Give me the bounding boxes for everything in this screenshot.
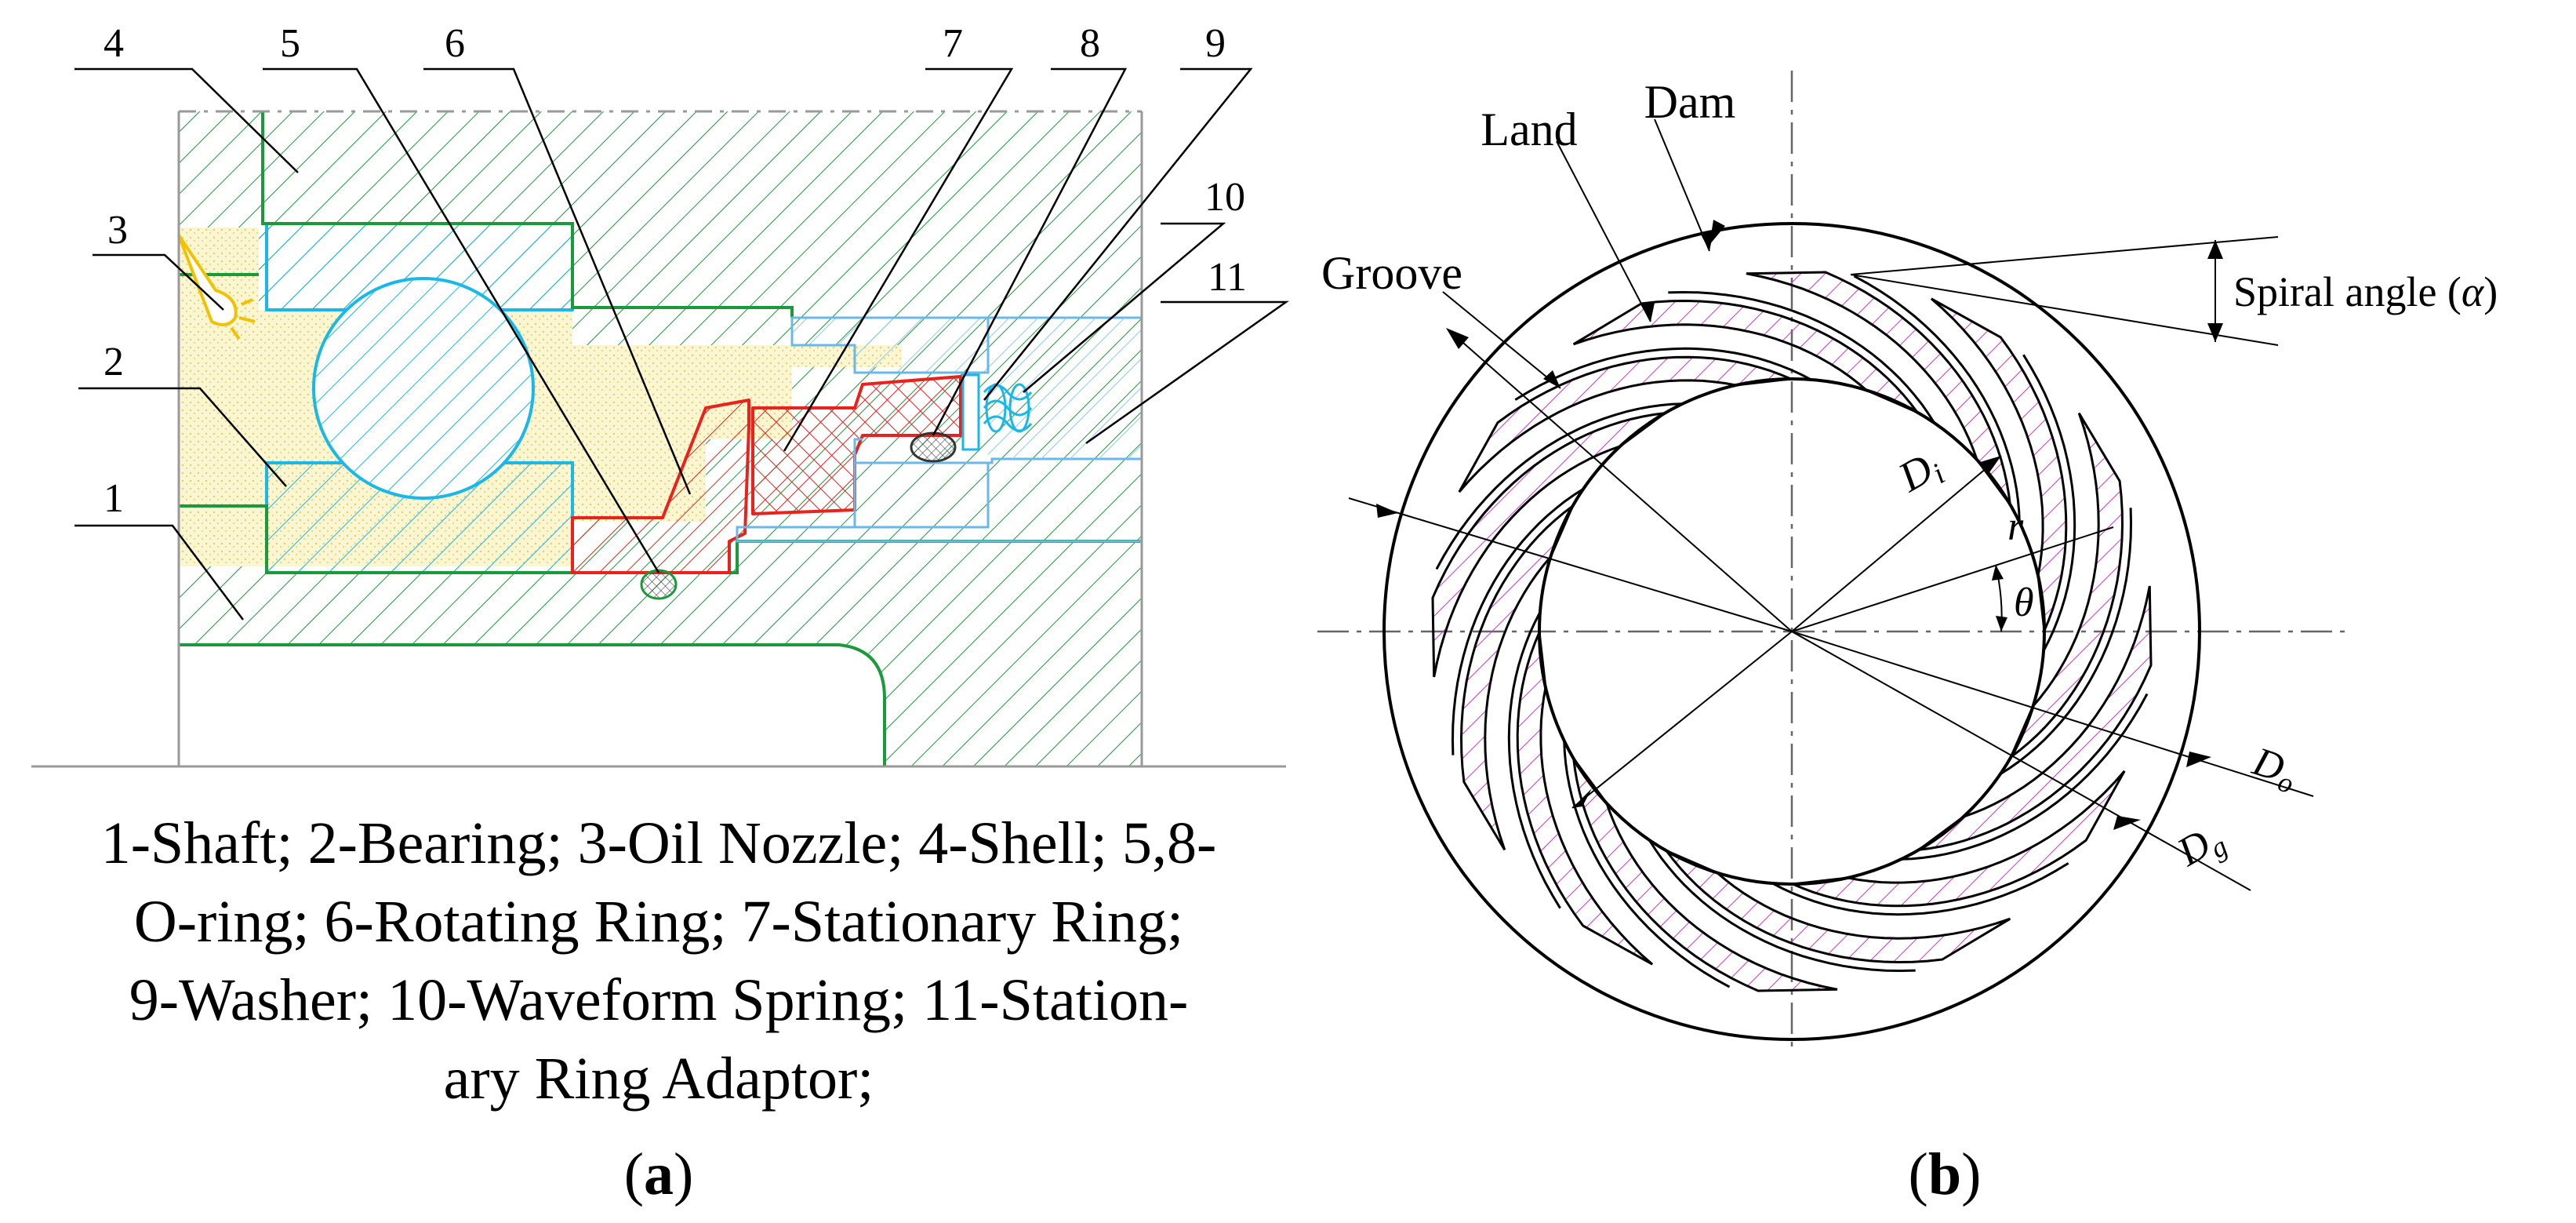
part-label: 1 xyxy=(104,476,124,521)
dg-label: Dg xyxy=(2170,814,2233,879)
land-edge xyxy=(1853,275,2021,522)
inner-circle xyxy=(1538,377,2046,886)
dimension-arrows xyxy=(1376,220,2211,830)
caption-line: 9-Washer; 10-Waveform Spring; 11-Station… xyxy=(129,967,1189,1033)
label-leaders xyxy=(1442,118,1710,389)
theta-label: θ xyxy=(2014,581,2034,625)
spiral-groove xyxy=(1431,411,1669,678)
land-edge xyxy=(1507,611,1561,909)
land-edge xyxy=(1901,693,2149,861)
part-label: 6 xyxy=(445,21,465,66)
o-ring-8 xyxy=(910,431,957,463)
part-label: 10 xyxy=(1204,175,1245,220)
adaptor-body xyxy=(988,318,1142,459)
panel-a-assembly-drawing: 4 5 6 7 8 9 10 11 3 2 1 1-Shaft; 2-Beari… xyxy=(31,21,1289,1207)
di-label: Di xyxy=(1890,441,1950,506)
panel-b-spiral-groove-face: Land Dam Groove Spiral angle (α) Di r θ … xyxy=(1317,71,2498,1207)
spiral-groove xyxy=(1458,355,1796,493)
spiral-groove xyxy=(1459,502,1576,851)
part-label: 4 xyxy=(104,21,124,66)
groove-label: Groove xyxy=(1321,247,1462,299)
r-label: r xyxy=(2007,504,2024,549)
outer-circle xyxy=(1382,222,2201,1041)
leader-lines xyxy=(74,67,1289,621)
spiral-groove xyxy=(2007,412,2124,761)
caption-line: ary Ring Adaptor; xyxy=(444,1046,874,1112)
land-edge xyxy=(1563,741,1731,988)
shaft-bore-cutout xyxy=(179,645,885,766)
caption-line: O-ring; 6-Rotating Ring; 7-Stationary Ri… xyxy=(134,889,1183,955)
panel-a-label: (a) xyxy=(624,1141,694,1207)
spiral-groove xyxy=(1930,297,2068,635)
spiral-groove xyxy=(1788,770,2126,908)
land-edge xyxy=(1999,508,2133,776)
shell-outline xyxy=(261,111,794,318)
oil-left-region xyxy=(179,227,259,566)
part-label: 7 xyxy=(943,21,963,66)
part-label: 5 xyxy=(280,21,300,66)
part-label: 9 xyxy=(1205,21,1226,66)
land-edge xyxy=(2022,354,2076,652)
spiral-groove xyxy=(1571,754,1838,992)
washer xyxy=(961,373,980,451)
part-label: 11 xyxy=(1208,255,1247,300)
land-edge xyxy=(1435,402,1683,570)
spiral-angle-label: Spiral angle (α) xyxy=(2233,268,2498,315)
spiral-groove xyxy=(1746,271,2012,509)
spiral-grooves xyxy=(1431,271,2153,992)
oil-nozzle xyxy=(177,234,256,340)
dam-label: Dam xyxy=(1644,76,1736,128)
spiral-groove xyxy=(1662,847,2011,964)
stationary-ring xyxy=(751,375,962,515)
panel-a-caption: 1-Shaft; 2-Bearing; 3-Oil Nozzle; 4-Shel… xyxy=(101,810,1217,1112)
caption-line: 1-Shaft; 2-Bearing; 3-Oil Nozzle; 4-Shel… xyxy=(101,810,1217,876)
panel-b-label: (b) xyxy=(1909,1141,1982,1207)
part-label: 2 xyxy=(104,340,124,384)
part-label: 3 xyxy=(107,208,128,253)
shaft-lower-outline xyxy=(179,643,886,766)
land-edge xyxy=(1451,487,1585,755)
spiral-groove xyxy=(1914,585,2153,852)
land-edge xyxy=(1668,290,1936,424)
part-number-labels: 4 5 6 7 8 9 10 11 3 2 1 xyxy=(104,21,1247,521)
radial-lines xyxy=(1348,337,2314,891)
land-label: Land xyxy=(1481,104,1577,155)
o-ring-5 xyxy=(640,569,678,600)
land-edge xyxy=(1514,347,1812,401)
spiral-groove xyxy=(1516,628,1654,966)
part-label: 8 xyxy=(1080,21,1100,66)
rotating-ring xyxy=(571,399,750,574)
land-edge xyxy=(1771,862,2069,916)
land-edge xyxy=(1648,839,1916,973)
